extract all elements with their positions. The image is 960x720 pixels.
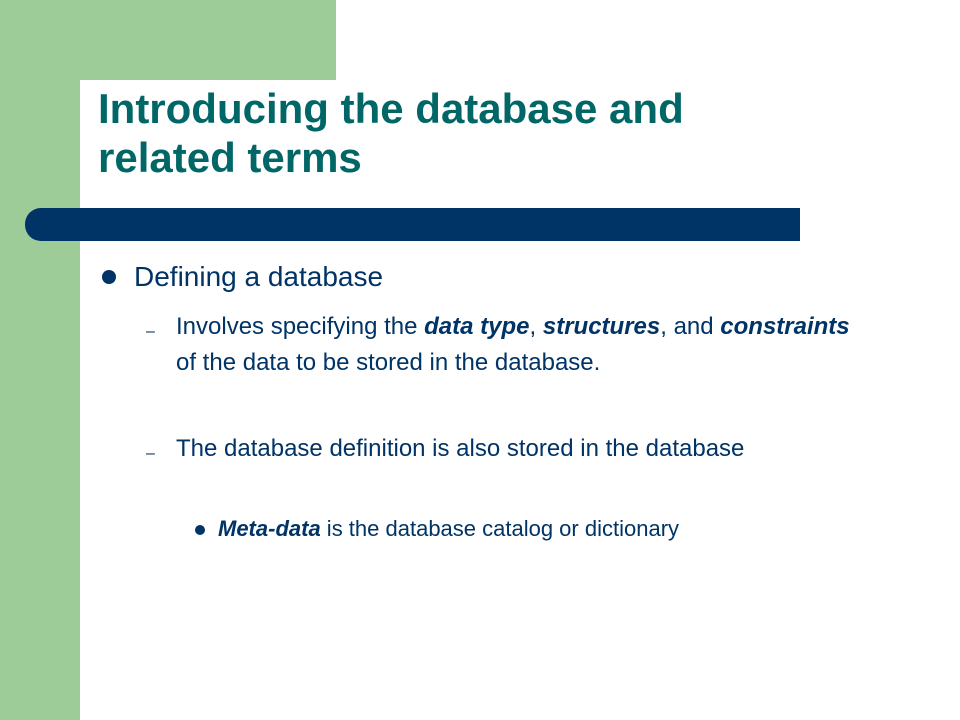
emphasis-data-type: data type [424,313,530,340]
green-side-band [0,0,80,720]
text-segment: , and [660,313,721,340]
rounded-corner-panel [80,80,220,220]
bullet-dot-icon [102,270,116,284]
dash-icon: – [146,445,155,462]
emphasis-meta-data: Meta-data [218,516,321,541]
sub-sub-bullet-meta-data: Meta-data is the database catalog or dic… [218,514,679,544]
emphasis-structures: structures [542,313,661,340]
text-segment: Involves specifying the [176,313,425,340]
sub-bullet-specifying: Involves specifying the data type, struc… [176,309,856,381]
text-segment: is the database catalog or dictionary [320,516,680,541]
text-segment: of the data to be stored in the database… [176,349,601,376]
bullet-defining-database: Defining a database [134,261,384,292]
title-divider-bar [25,208,800,241]
slide-title: Introducing the database and related ter… [98,84,898,182]
title-line-1: Introducing the database and [98,85,684,132]
emphasis-constraints: constraints [720,313,850,340]
title-line-2: related terms [98,134,362,181]
dash-icon: – [146,323,155,340]
green-top-band [0,0,336,80]
small-bullet-dot-icon [195,525,205,535]
sub-bullet-definition-stored: The database definition is also stored i… [176,435,745,462]
text-segment: , [529,313,543,340]
